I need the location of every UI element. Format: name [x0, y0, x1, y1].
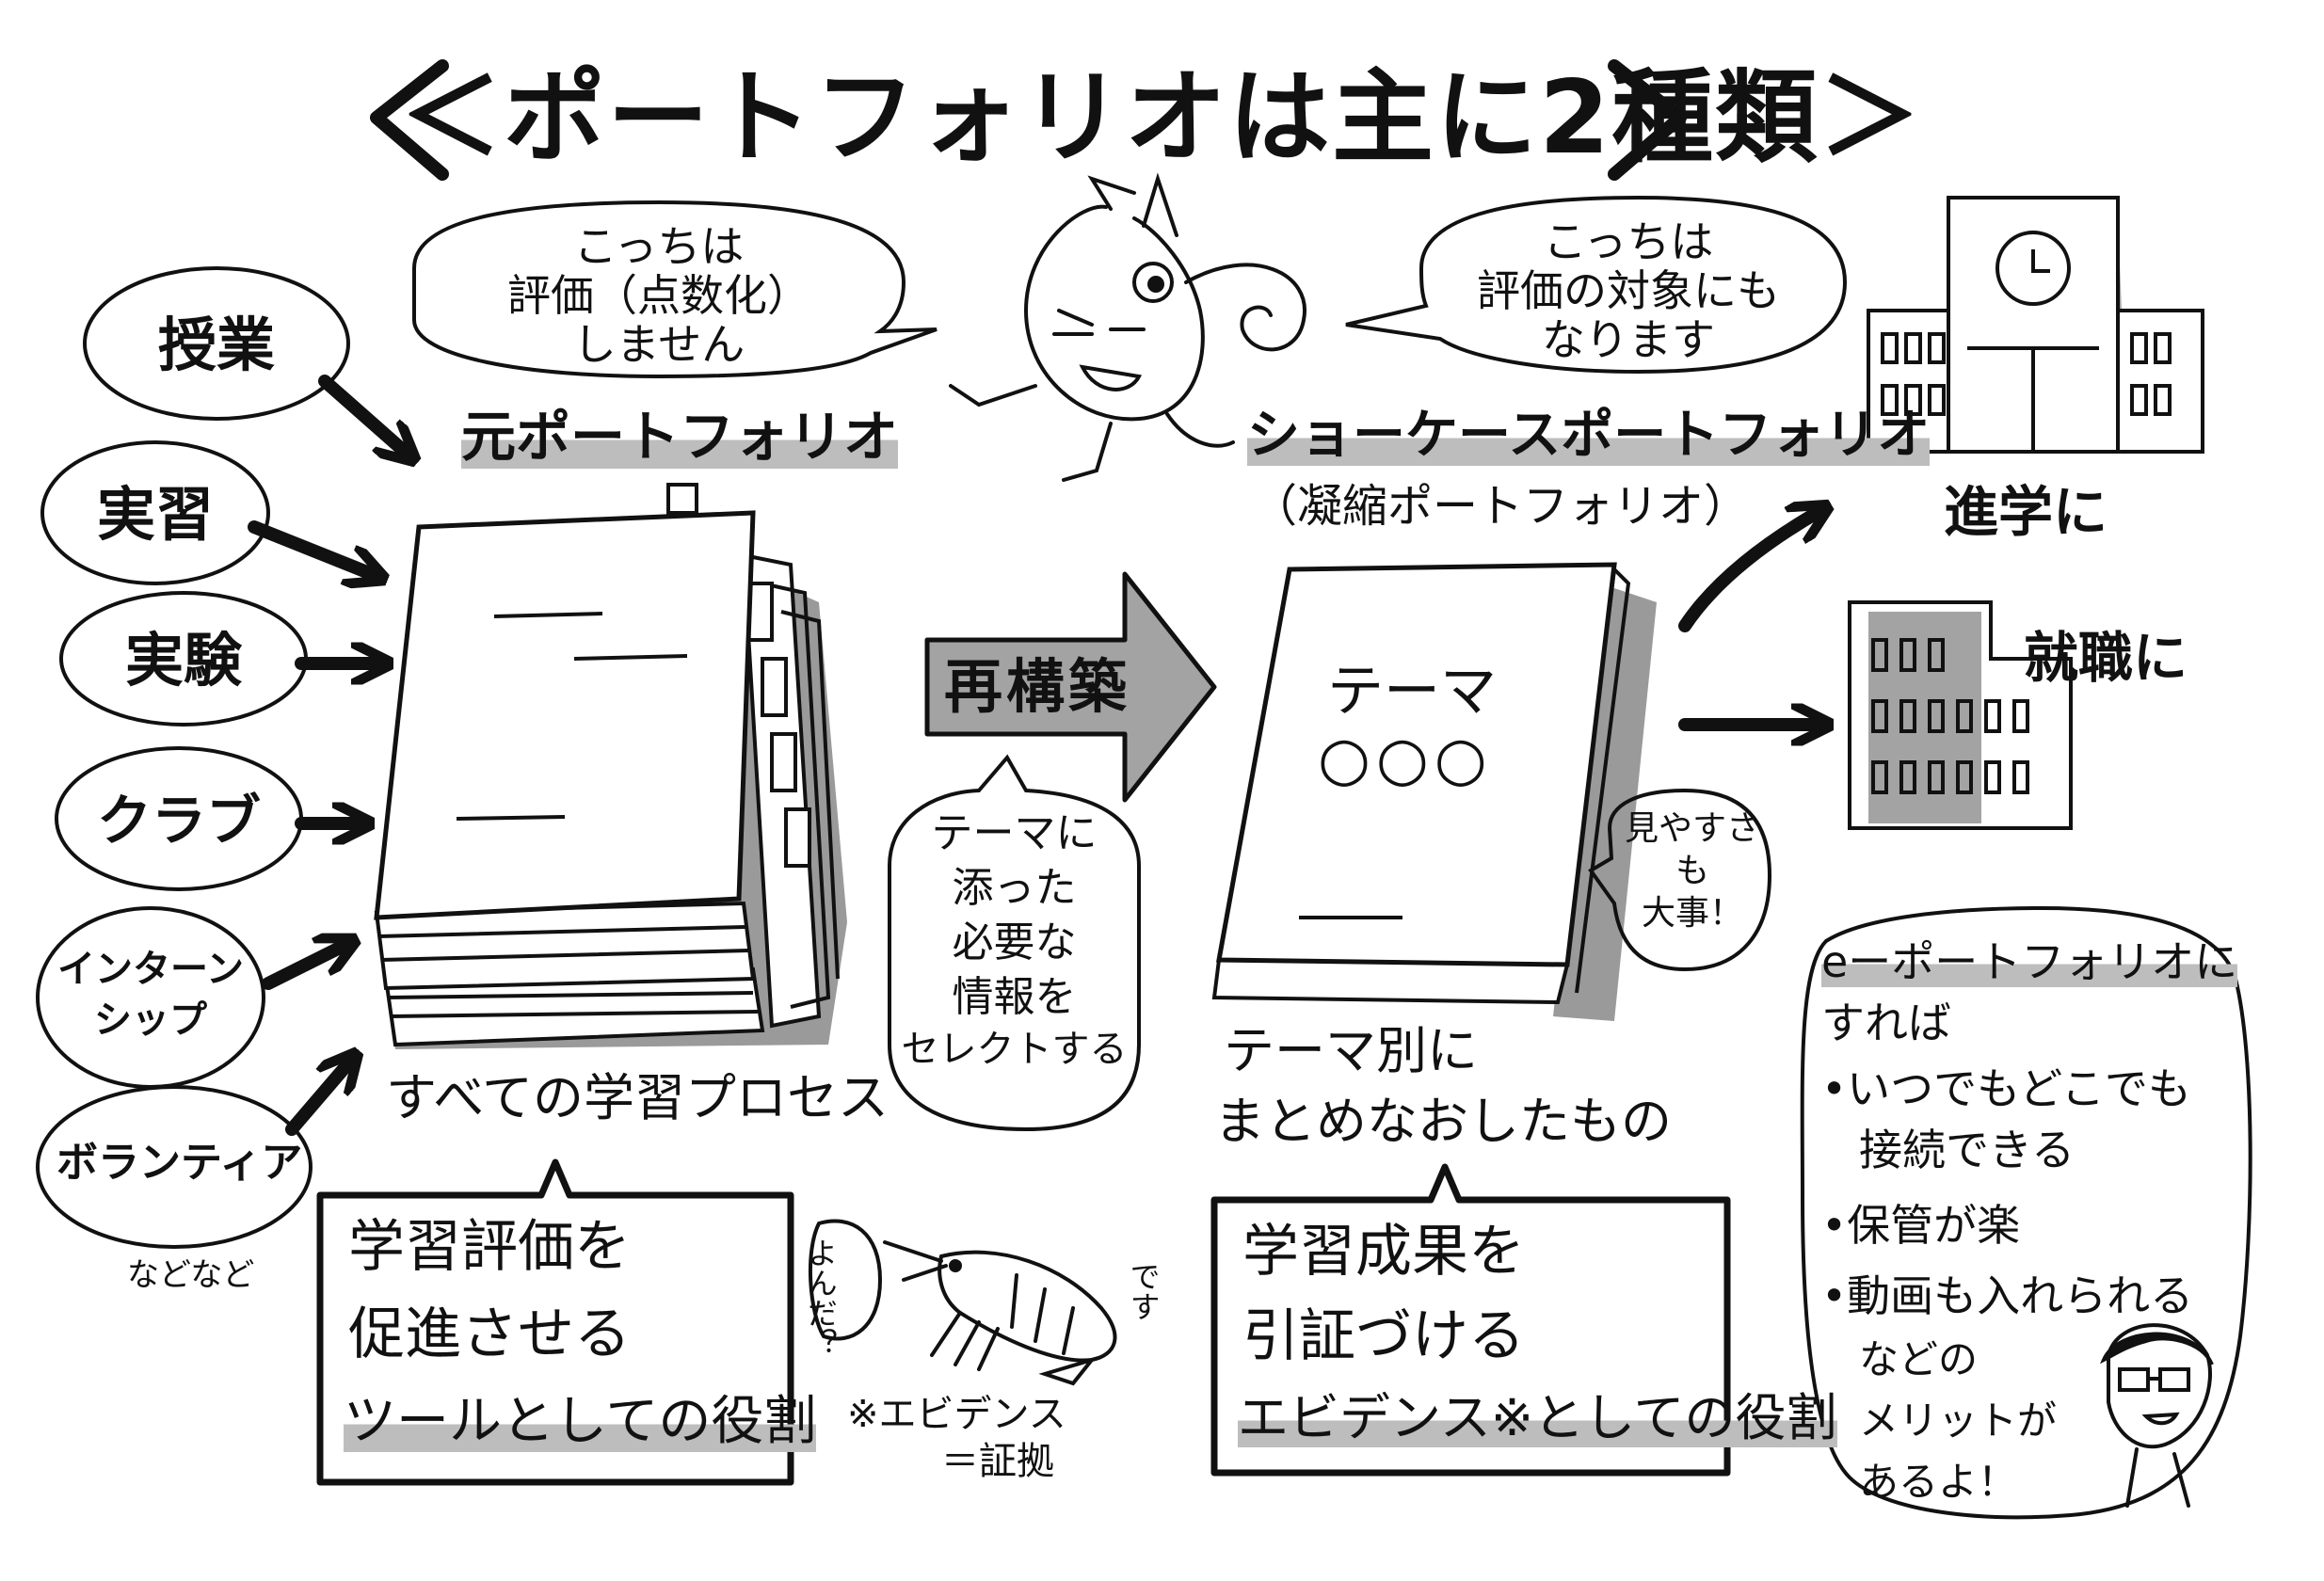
- showcase-portfolio-heading-text: ショーケースポートフォリオ: [1247, 405, 1931, 466]
- e-portfolio-line-8: メリットが: [1859, 1397, 2058, 1444]
- right-role-line-2: 引証づける: [1242, 1303, 1525, 1369]
- e-portfolio-line-7: などの: [1859, 1336, 1979, 1382]
- rebuild-note-line-3: 必要な: [952, 918, 1077, 966]
- page-title: ＜ポートフォリオは主に2種類＞: [400, 59, 1923, 177]
- showcase-portfolio-heading: ショーケースポートフォリオ: [1247, 405, 1931, 467]
- right-bubble-line-2: 評価の対象にも: [1477, 265, 1780, 316]
- showcase-portfolio-book: [1211, 562, 1657, 1021]
- showcase-portfolio-subheading: （凝縮ポートフォリオ）: [1252, 480, 1750, 533]
- e-portfolio-line-6: •動画も入れられる: [1821, 1270, 2194, 1321]
- squirrel-mascot: [949, 172, 1307, 482]
- title-brackets: [370, 59, 1687, 181]
- destination-job-label: 就職に: [2024, 626, 2188, 690]
- source-label-intern: インターン シップ: [57, 948, 244, 1042]
- showcase-caption-line-2: まとめなおしたもの: [1214, 1092, 1672, 1151]
- source-label-jikken: 実験: [124, 626, 242, 695]
- left-role-line-3: ツールとしての役割: [344, 1391, 817, 1453]
- rebuild-note-bubble: [888, 754, 1141, 1132]
- sources-etc: などなど: [127, 1256, 255, 1294]
- shrimp-illustration: [808, 1219, 1117, 1386]
- right-role-line-1: 学習成果を: [1242, 1219, 1525, 1285]
- source-oval-jugyo: [83, 266, 350, 421]
- shrimp-footnote-line-2: ＝証拠: [941, 1440, 1054, 1483]
- left-bubble-line-3: しません: [572, 319, 745, 370]
- left-bubble-line-1: こっちは: [573, 221, 745, 272]
- book-title: テーマ: [1327, 659, 1497, 725]
- destination-arrows: [1678, 513, 1817, 725]
- showcase-caption-line-1: テーマ別に: [1224, 1021, 1478, 1080]
- original-portfolio-caption: すべての学習プロセス: [386, 1068, 890, 1127]
- rebuild-arrow-label: 再構築: [944, 652, 1131, 721]
- shrimp-speech: よんだ？: [802, 1238, 839, 1358]
- left-speech-bubble: [412, 200, 938, 379]
- source-label-club: クラブ: [96, 789, 261, 853]
- right-role-line-3-text: エビデンス※としての役割: [1238, 1388, 1837, 1447]
- rebuild-note-line-4: 情報を: [952, 973, 1077, 1021]
- e-portfolio-line-5: •保管が楽: [1821, 1200, 2021, 1251]
- destination-school-label: 進学に: [1944, 480, 2108, 544]
- shrimp-desu: です: [1125, 1261, 1162, 1321]
- e-portfolio-line-1-text: eーポートフォリオに: [1821, 936, 2238, 987]
- e-portfolio-line-9: あるよ！: [1859, 1459, 2018, 1505]
- rebuild-note-line-1: テーマに: [931, 809, 1098, 857]
- side-note-line-2: も: [1675, 852, 1709, 890]
- original-portfolio-heading: 元ポートフォリオ: [461, 405, 899, 469]
- teacher-face: [2099, 1323, 2214, 1508]
- left-bubble-line-2: 評価（点数化）: [507, 270, 810, 321]
- side-note-line-1: 見やすさ: [1624, 809, 1760, 848]
- e-portfolio-line-4: 接続できる: [1859, 1125, 2076, 1175]
- original-portfolio-heading-text: 元ポートフォリオ: [461, 405, 899, 469]
- e-portfolio-line-3: •いつでもどこでも: [1821, 1063, 2191, 1114]
- original-portfolio-binder: [374, 483, 847, 1049]
- source-oval-jisshu: [40, 440, 270, 585]
- source-label-jisshu: 実習: [96, 480, 214, 549]
- right-speech-bubble: [1345, 195, 1848, 375]
- right-role-line-3: エビデンス※としての役割: [1238, 1388, 1837, 1448]
- source-label-jugyo: 授業: [157, 311, 275, 379]
- source-arrows: [248, 375, 405, 1136]
- left-role-box: [316, 1158, 794, 1486]
- office-building: [1848, 600, 2073, 830]
- e-portfolio-bubble: [1800, 905, 2252, 1520]
- book-circles: ○○○: [1318, 725, 1493, 794]
- rebuild-note-line-5: セレクトする: [901, 1028, 1128, 1071]
- e-portfolio-line-1: eーポートフォリオに: [1821, 936, 2238, 987]
- left-role-line-2: 促進させる: [348, 1302, 631, 1367]
- rebuild-arrow: [924, 571, 1217, 803]
- source-label-volunteer: ボランティア: [56, 1139, 303, 1187]
- left-role-line-3-text: ツールとしての役割: [344, 1391, 817, 1452]
- side-note-line-3: 大事！: [1641, 894, 1743, 933]
- e-portfolio-line-2: すれば: [1821, 998, 1951, 1048]
- shrimp-footnote-line-1: ※エビデンス: [847, 1393, 1066, 1436]
- right-role-box: [1210, 1163, 1731, 1477]
- right-bubble-line-3: なります: [1542, 314, 1715, 365]
- side-note-bubble: [1588, 788, 1772, 972]
- source-oval-volunteer: [36, 1085, 313, 1249]
- right-bubble-line-1: こっちは: [1543, 216, 1714, 267]
- left-role-line-1: 学習評価を: [348, 1214, 631, 1280]
- rebuild-note-line-2: 添った: [952, 864, 1077, 912]
